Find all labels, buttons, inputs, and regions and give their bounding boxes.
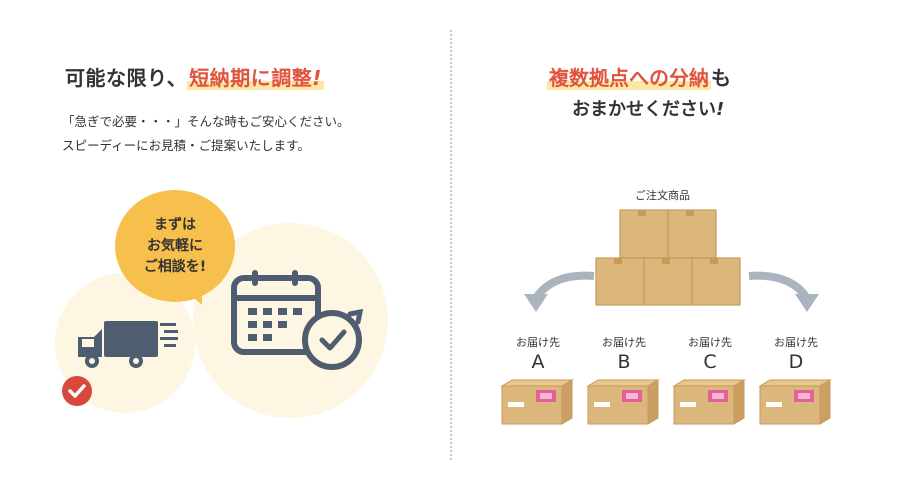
- left-description: 「急ぎで必要・・・」そんな時もご安心ください。 スピーディーにお見積・ご提案いた…: [62, 110, 350, 158]
- calendar-icon: [231, 270, 364, 370]
- right-subheading-bang: !: [716, 99, 725, 120]
- destination-letter: C: [703, 351, 717, 373]
- source-label: ご注文商品: [635, 189, 690, 202]
- speech-bubble-icon: まずは お気軽に ご相談を!: [115, 190, 235, 302]
- arrow-right-icon: [748, 271, 819, 312]
- destination-a: お届け先 A: [503, 334, 573, 372]
- bubble-line-1: まずは: [154, 216, 196, 233]
- destination-letter: A: [531, 351, 545, 373]
- box-icon: [500, 379, 574, 425]
- right-subheading: おまかせください!: [572, 95, 724, 121]
- left-heading-highlight: 短納期に調整!: [187, 66, 324, 90]
- destination-label: お届け先: [774, 336, 818, 349]
- bubble-line-3: ご相談を!: [143, 258, 207, 275]
- destination-letter: B: [617, 351, 631, 373]
- right-panel: 複数拠点への分納も おまかせください!: [452, 0, 900, 485]
- box-icon: [672, 379, 746, 425]
- left-heading-highlight-text: 短納期に調整: [189, 66, 313, 90]
- box-icon: [758, 379, 832, 425]
- box-icon: [586, 379, 660, 425]
- right-subheading-text: おまかせください: [572, 99, 716, 120]
- destination-label: お届け先: [516, 336, 560, 349]
- right-heading-highlight: 複数拠点への分納: [547, 66, 711, 90]
- destination-label: お届け先: [602, 336, 646, 349]
- bubble-line-2: お気軽に: [147, 237, 203, 254]
- destination-d: お届け先 D: [761, 334, 831, 372]
- arrow-left-icon: [524, 271, 595, 312]
- desc-line-1: 「急ぎで必要・・・」そんな時もご安心ください。: [62, 114, 350, 129]
- destination-c: お届け先 C: [675, 334, 745, 372]
- destination-letter: D: [788, 351, 804, 373]
- clock-icon: [302, 308, 364, 370]
- right-heading-suffix: も: [711, 66, 731, 90]
- left-panel: 可能な限り、短納期に調整! 「急ぎで必要・・・」そんな時もご安心ください。 スピ…: [55, 62, 388, 418]
- right-heading: 複数拠点への分納も: [547, 62, 731, 91]
- destination-b: お届け先 B: [589, 334, 659, 372]
- panel-divider: [450, 30, 452, 460]
- left-heading-prefix: 可能な限り、: [65, 66, 188, 90]
- desc-line-2: スピーディーにお見積・ご提案いたします。: [62, 138, 310, 153]
- left-heading: 可能な限り、短納期に調整!: [65, 62, 324, 91]
- truck-icon: [78, 321, 178, 368]
- destination-label: お届け先: [688, 336, 732, 349]
- box-stack-icon: [595, 209, 741, 306]
- left-heading-bang: !: [312, 66, 322, 90]
- check-icon: [62, 376, 92, 406]
